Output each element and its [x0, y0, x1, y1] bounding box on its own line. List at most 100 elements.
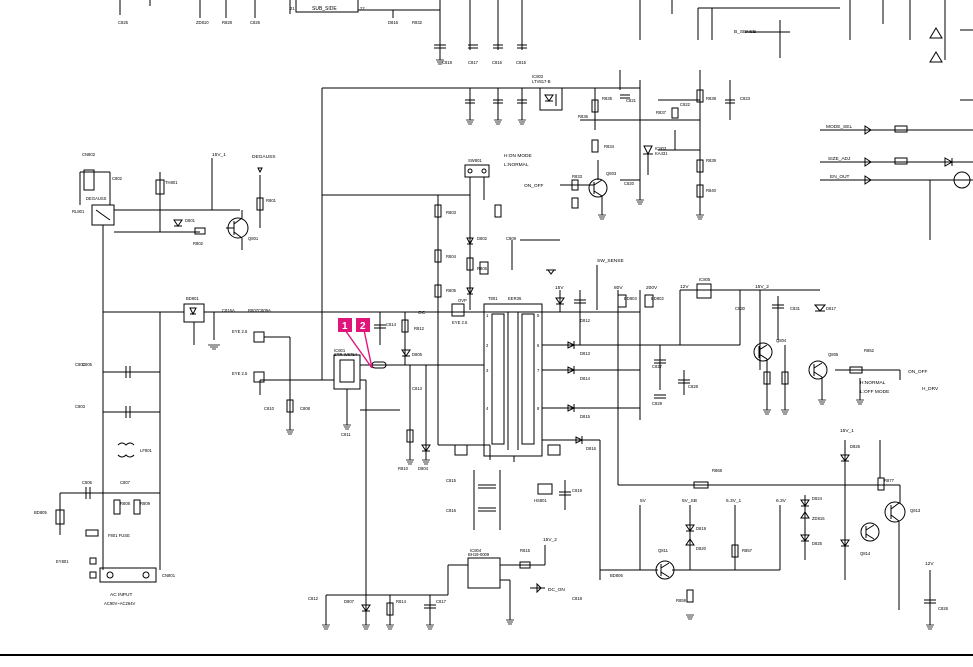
t-pin: 5: [537, 313, 540, 318]
ref-label: R857: [742, 548, 753, 553]
ref-label: R834: [604, 144, 615, 149]
ref-label: C815: [516, 60, 527, 65]
ic803-ref: IC803: [655, 146, 667, 151]
ref-label: Q803: [606, 171, 617, 176]
ac-filter-network: C802 C803 LF801 F801 FUSE: [55, 312, 161, 570]
ref-label: C818: [442, 60, 453, 65]
ref-label: R812: [414, 326, 425, 331]
ref-label: D826: [850, 444, 861, 449]
ref-label: C812: [308, 596, 319, 601]
net-label-sw-sense: SW_SENSE: [597, 258, 624, 264]
ref-label: R808: [120, 501, 131, 506]
sub-side-block-label: SUB_SIDE: [312, 6, 337, 12]
marker-2-label: 2: [360, 321, 366, 332]
pwm-ic801: IC801 STR-W6754 EYE 2.5 EYE 2.5: [232, 329, 440, 600]
marker-1-label: 1: [342, 321, 348, 332]
ref-label: BD803: [624, 296, 637, 301]
net-label-6-3v-1: 6.3V_1: [726, 498, 742, 504]
secondary-rectifiers: 15V 80V 200V: [555, 285, 900, 580]
ref-label: C813: [412, 386, 423, 391]
t-pin: 6: [537, 343, 540, 348]
ref-label: Q801: [248, 236, 259, 241]
ref-label: D804: [418, 466, 429, 471]
bridge-bd801: BD801: [103, 296, 640, 345]
ref-label: C821: [626, 98, 637, 103]
ref-label: D814: [580, 376, 591, 381]
ref-label: Q805: [828, 352, 839, 357]
ref-label: C816: [446, 508, 457, 513]
ref-label: C816A: [222, 308, 235, 313]
ref-label: R801: [266, 198, 277, 203]
component-refs: C825 ZD810 R828 C826 D816 R832 C818 C817…: [34, 20, 949, 611]
net-label-80v: 80V: [614, 285, 623, 291]
bottom-right-regulators: 15V_1 12V: [800, 428, 936, 625]
ref-label: C828: [688, 384, 699, 389]
net-label-l-normal: L:NORMAL: [504, 162, 529, 168]
pin-number: 21: [290, 6, 295, 11]
primary-rails: [321, 70, 731, 380]
ref-label: C818: [572, 596, 583, 601]
standby-section: IC805 15V_2 12V: [574, 277, 827, 370]
net-label-12v: 12V: [680, 284, 689, 290]
ref-label: R877: [884, 478, 895, 483]
ref-label: BD806: [610, 573, 623, 578]
ref-label: D816: [586, 446, 597, 451]
feedback-resistors: [465, 89, 735, 198]
ref-label: C826: [938, 606, 949, 611]
ref-label: C820: [624, 181, 635, 186]
earth-label: EY801: [56, 559, 69, 564]
ref-label: C823: [740, 96, 751, 101]
net-label-12v-b: 12V: [925, 561, 934, 567]
ref-label: R810: [398, 466, 409, 471]
ref-label: BD802: [651, 296, 664, 301]
ref-label: D813: [580, 351, 591, 356]
ref-label: C807: [120, 480, 131, 485]
ground-symbols: [208, 59, 934, 630]
ref-label: R809: [140, 501, 151, 506]
ref-label: R815: [520, 548, 531, 553]
ref-label: R840: [706, 188, 717, 193]
ref-label: R836: [578, 114, 589, 119]
ref-label: C809: [506, 236, 517, 241]
ac-range-label: AC90V~AC264V: [104, 601, 136, 606]
ic801-part: STR-W6754: [334, 352, 358, 357]
output-cap-row: [434, 44, 527, 60]
ref-label: R802: [193, 241, 204, 246]
lf801-label: LF801: [140, 448, 153, 453]
ref-label: CN802: [82, 152, 96, 157]
ref-label: D824: [812, 496, 823, 501]
ref-label: C808: [300, 406, 311, 411]
sw-sense-net: [322, 194, 598, 310]
aux-ic804: IC804 BH19-0009 15V_2 DC_ON: [325, 537, 565, 625]
ref-label: HS801: [534, 498, 547, 503]
relay-rl801: RL801 DEGAUSS: [72, 169, 240, 312]
ref-label: D815: [580, 414, 591, 419]
net-label-h-drv: H_DRV: [922, 386, 939, 392]
x-cap-label-2: C803: [75, 404, 86, 409]
mode-control: MODE_SEL SIZE_ADJ EN_OUT: [820, 27, 973, 240]
net-label-15v-1: 15V_1: [212, 152, 226, 158]
ref-label: C826: [250, 20, 261, 25]
ic804-ref: IC804: [470, 548, 482, 553]
ref-label: C814: [386, 322, 397, 327]
ref-label: D816: [388, 20, 399, 25]
net-label-h-normal: H:NORMAL: [860, 380, 886, 386]
t-pin: 2: [486, 343, 489, 348]
fuse-label: F801 FUSE: [108, 533, 130, 538]
top-strip: SUB_SIDE 21 22 B_SENSE: [119, 0, 973, 60]
ref-label: EYE 2.5: [452, 320, 468, 325]
ic802-ref: IC802: [532, 74, 544, 79]
ref-label: D820: [696, 546, 707, 551]
ic804-part: BH19-0009: [468, 552, 490, 557]
bd801-ref: BD801: [186, 296, 199, 301]
ref-label: C825: [118, 20, 129, 25]
ic803-part: KA431: [655, 151, 668, 156]
ref-label: BD805: [34, 510, 47, 515]
t-pin: 4: [486, 406, 489, 411]
ic801-ref: IC801: [334, 348, 346, 353]
ref-label: R806: [477, 266, 488, 271]
earth-ey802: EYE 2.5: [232, 329, 248, 334]
ref-label: R828: [222, 20, 233, 25]
net-label-200v: 200V: [646, 285, 658, 291]
ref-label: D801: [185, 218, 196, 223]
